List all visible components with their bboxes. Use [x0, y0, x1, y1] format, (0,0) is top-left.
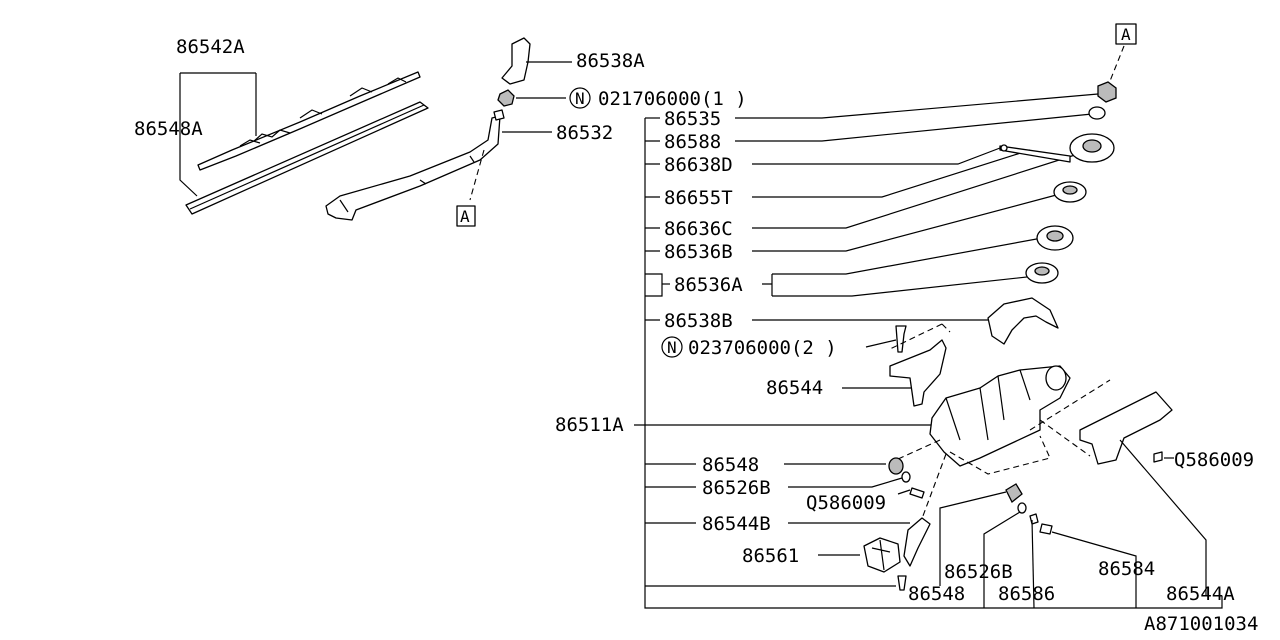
part-86544-bracket	[889, 339, 947, 407]
bolt-Q586009-left	[909, 487, 925, 499]
label-86588: 86588	[664, 131, 721, 153]
wiper-arm	[325, 115, 501, 221]
part-86586-clip	[1029, 513, 1039, 525]
footer-code: A871001034	[1144, 613, 1258, 635]
label-86536A: 86536A	[674, 274, 743, 296]
nut-symbol-1	[569, 87, 591, 109]
part-86538B-cover	[987, 297, 1059, 345]
label-Q586009-b: Q586009	[1174, 449, 1254, 471]
parts-leaders: 86535 86588 86638D 86655T 86636C 86536B …	[555, 93, 1099, 587]
nut-symbol-2	[661, 336, 683, 358]
part-86588-washer	[1088, 106, 1106, 120]
label-86561: 86561	[742, 545, 799, 567]
part-86544B-strap	[903, 517, 931, 567]
bolt-Q586009-right	[1153, 451, 1163, 463]
part-86548-grommet	[888, 457, 904, 475]
arm-nut	[497, 89, 515, 107]
ref-box-a-right	[1115, 23, 1137, 45]
label-86544: 86544	[766, 377, 823, 399]
nut-symbol-2-text: N	[667, 338, 677, 357]
main-bracket-line	[644, 118, 1223, 609]
wiper-blade-group: 86542A 86548A	[134, 36, 429, 215]
part-86548-grommet-2	[1005, 483, 1023, 504]
part-86526B-bushing-2	[1017, 502, 1027, 514]
label-023706000: 023706000(2 )	[688, 337, 837, 359]
label-86655T: 86655T	[664, 187, 733, 209]
label-86526B-lower: 86526B	[944, 561, 1013, 583]
bolt-023706000	[895, 325, 907, 353]
label-86535: 86535	[664, 108, 721, 130]
label-86544B: 86544B	[702, 513, 771, 535]
label-86548: 86548	[702, 454, 759, 476]
label-86538B: 86538B	[664, 310, 733, 332]
label-86532: 86532	[556, 122, 613, 144]
label-86548-lower: 86548	[908, 583, 965, 605]
ref-box-a-left	[456, 205, 476, 227]
part-86584-bolt	[1039, 523, 1053, 535]
label-86536B: 86536B	[664, 241, 733, 263]
nut-symbol-1-text: N	[575, 89, 585, 108]
label-86586: 86586	[998, 583, 1055, 605]
label-86538A: 86538A	[576, 50, 645, 72]
label-86544A: 86544A	[1166, 583, 1235, 605]
label-86548A: 86548A	[134, 118, 203, 140]
label-86526B: 86526B	[702, 477, 771, 499]
label-86584: 86584	[1098, 558, 1155, 580]
label-86636C: 86636C	[664, 218, 733, 240]
motor-components: Q586009	[863, 81, 1254, 609]
bolt-86548-bottom	[897, 575, 907, 591]
wiper-arm-group: 86532 A	[325, 109, 613, 227]
part-86511A-motor	[929, 365, 1071, 467]
part-86535-nut	[1097, 81, 1117, 103]
part-86526B-bushing	[901, 471, 911, 483]
label-Q586009-a: Q586009	[806, 492, 886, 514]
ref-marker-a-right: A	[1121, 25, 1131, 44]
wiper-blade-frame	[197, 71, 421, 171]
label-86511A: 86511A	[555, 414, 624, 436]
arm-cap-group: 86538A N 021706000(1 )	[497, 37, 747, 110]
arm-cap	[501, 37, 531, 85]
label-86542A: 86542A	[176, 36, 245, 58]
part-86544A-bracket	[1079, 391, 1173, 465]
label-86638D: 86638D	[664, 154, 733, 176]
label-021706000: 021706000(1 )	[598, 88, 747, 110]
ref-marker-a-left: A	[460, 207, 470, 226]
